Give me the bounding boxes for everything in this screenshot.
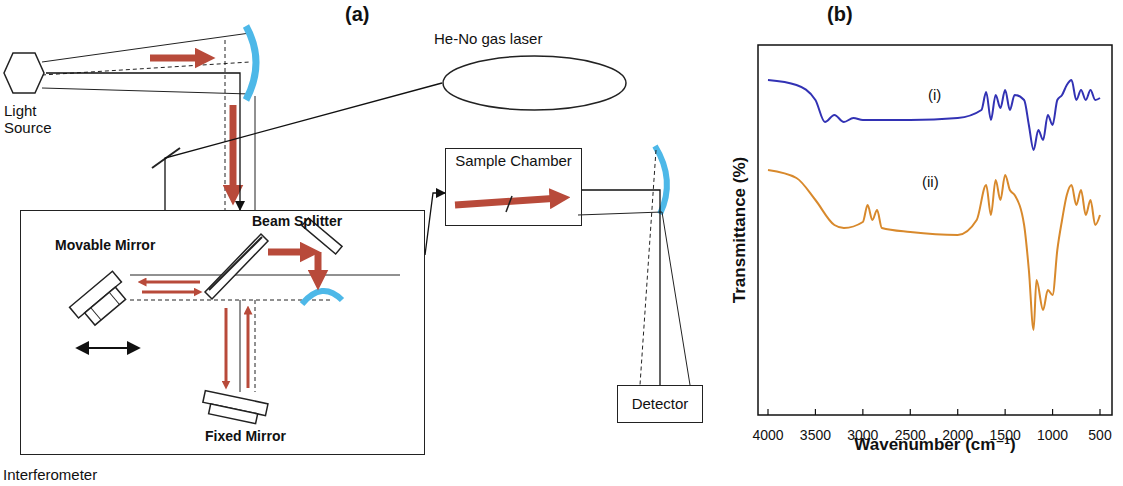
beam-arrow: [142, 281, 200, 284]
node-label: Sample Chamber: [449, 149, 578, 169]
axis-ticks: [768, 409, 1100, 415]
beam-path: [582, 190, 660, 385]
node-label: Interferometer: [3, 466, 97, 483]
tick-label: 500: [1088, 427, 1111, 443]
concave-mirror: [302, 291, 342, 304]
beam-arrow: [455, 198, 560, 205]
tick-label: 3500: [800, 427, 831, 443]
light-ray: [255, 96, 256, 210]
beam-arrow: [315, 252, 322, 280]
tick-mark: [1099, 409, 1100, 415]
tick-label: 3000: [847, 427, 878, 443]
laser-tube: He-No gas laser: [432, 30, 627, 115]
beam-splitter: [205, 234, 268, 299]
node-label: Detector: [626, 395, 695, 412]
axis-title: Transmittance (%): [730, 157, 750, 303]
fixed-mirror: [201, 391, 268, 426]
lamp-outline: [4, 53, 44, 93]
laser-ellipse: [443, 56, 626, 110]
part-name: Fixed Mirror: [205, 428, 286, 444]
tick-label: 1500: [990, 427, 1021, 443]
movable-mirror: [70, 271, 132, 330]
beam-path: [165, 83, 442, 210]
beam-arrow: [230, 105, 237, 195]
beam-line: [240, 300, 241, 392]
beam-line: [130, 275, 400, 276]
beam-path: [425, 193, 445, 255]
beam-arrow: [150, 55, 205, 62]
tick-mark: [815, 409, 816, 415]
tick-label: 2000: [942, 427, 973, 443]
light-ray: [225, 40, 226, 210]
concave-mirror: [655, 146, 667, 214]
series-label: (ii): [922, 173, 939, 190]
component-box: Detector: [617, 385, 703, 423]
light-source: Light Source: [2, 50, 64, 137]
beam-arrow: [142, 291, 198, 294]
series-label: (i): [928, 86, 941, 103]
node-label: He-No gas laser: [432, 30, 627, 47]
beam-arrow: [268, 249, 310, 256]
tick-mark: [957, 409, 958, 415]
spectrum-line: [768, 170, 1100, 330]
sample: [506, 196, 512, 212]
panel-letter: (b): [827, 3, 853, 26]
beam-line: [662, 212, 690, 385]
lamp-symbol: [2, 50, 46, 96]
beam-line: [255, 300, 256, 392]
light-ray: [42, 88, 250, 94]
beam-line: [640, 150, 656, 385]
tick-label: 1000: [1037, 427, 1068, 443]
node-label: Light Source: [4, 102, 56, 137]
concave-mirror: [246, 26, 256, 100]
travel-arrow: [78, 347, 138, 349]
light-ray: [42, 33, 250, 62]
beam-line: [130, 300, 330, 301]
spectrum-line: [768, 80, 1100, 150]
component-box: Sample Chamber: [445, 148, 582, 226]
tick-mark: [767, 409, 768, 415]
beam-line: [578, 212, 662, 215]
tick-mark: [1005, 409, 1006, 415]
beam-path: [46, 73, 240, 210]
beam-arrow: [225, 308, 228, 385]
tick-label: 4000: [752, 427, 783, 443]
beam-arrow: [247, 310, 250, 388]
tick-mark: [862, 409, 863, 415]
panel-letter: (a): [345, 3, 369, 26]
spectra: [768, 80, 1100, 330]
tick-label: 2500: [895, 427, 926, 443]
part-name: Movable Mirror: [55, 237, 155, 253]
part-name: Beam Splitter: [252, 213, 342, 229]
beam-splitter: [209, 237, 262, 290]
tick-mark: [910, 409, 911, 415]
plot-frame: [758, 45, 1112, 415]
tick-mark: [1052, 409, 1053, 415]
